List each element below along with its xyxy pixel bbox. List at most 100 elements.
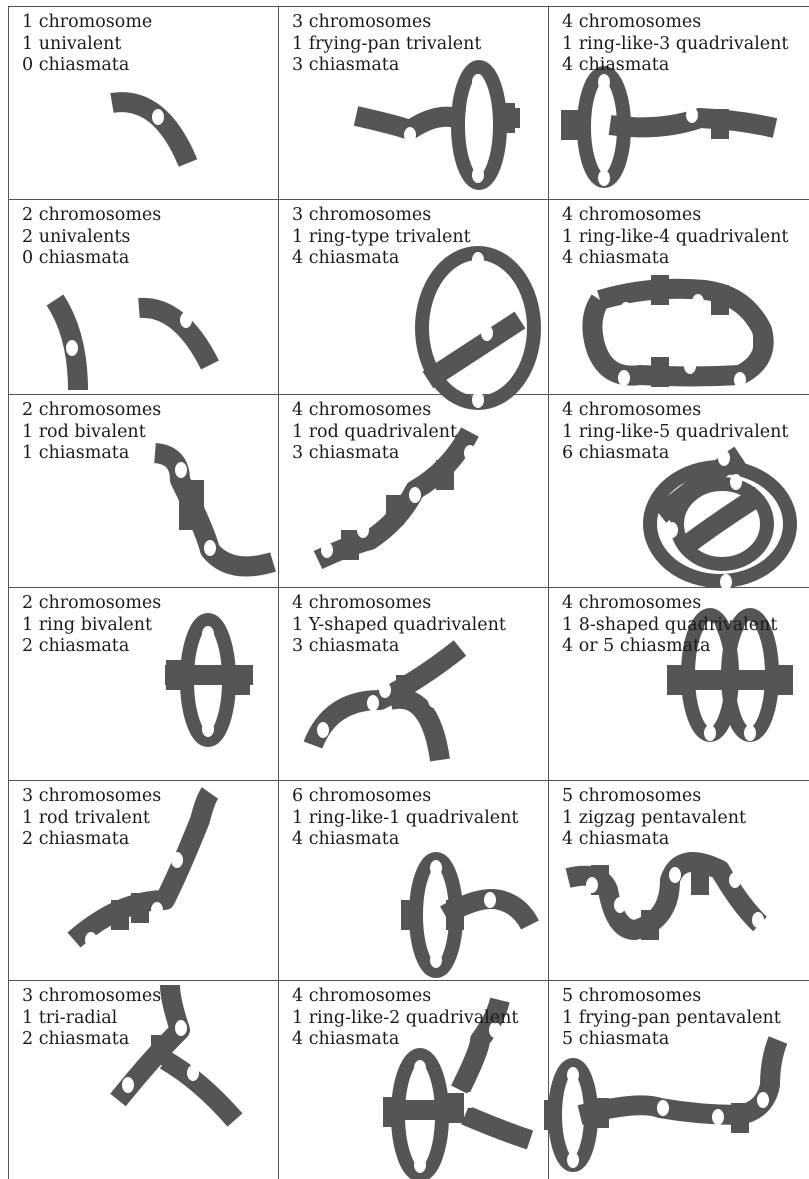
chiasmata-count: 4 or 5 chiasmata (562, 636, 777, 658)
centromere (598, 170, 610, 186)
centromere (204, 540, 216, 556)
chiasmata-count: 3 chiasmata (292, 55, 481, 77)
chiasma-overlap (753, 325, 771, 355)
chiasma-overlap (775, 665, 793, 695)
chromosome-count: 3 chromosomes (22, 786, 161, 808)
chiasmata-count: 4 chiasmata (562, 248, 788, 270)
centromere (430, 860, 442, 876)
chromosome-count: 4 chromosomes (562, 400, 788, 422)
centromere (669, 867, 681, 883)
ring-like-3-quadrivalent-figure (561, 73, 775, 186)
centromere (712, 1109, 724, 1125)
ring-type-trivalent-figure (422, 252, 534, 408)
configuration-type: 1 rod quadrivalent (292, 422, 457, 444)
chiasma-overlap (544, 1100, 562, 1130)
configuration-type: 1 ring-like-5 quadrivalent (562, 422, 788, 444)
cell-description: 4 chromosomes1 rod quadrivalent3 chiasma… (292, 400, 457, 465)
chiasmata-count: 0 chiasmata (22, 55, 152, 77)
chiasma-overlap (446, 900, 464, 930)
centromere (484, 892, 496, 908)
centromere (666, 522, 678, 538)
chiasmata-count: 5 chiasmata (562, 1029, 781, 1051)
centromere (414, 1157, 426, 1173)
chiasma-overlap (711, 109, 729, 139)
ring-like-5-quadrivalent-figure (650, 450, 790, 590)
centromere (567, 1152, 579, 1168)
zigzag-pentavalent-figure (568, 862, 764, 940)
chiasma-overlap (591, 1098, 609, 1128)
chiasmata-count: 1 chiasmata (22, 443, 161, 465)
chromosome-count: 4 chromosomes (562, 205, 788, 227)
chromosome-count: 3 chromosomes (22, 986, 161, 1008)
centromere (175, 462, 187, 478)
chiasma-overlap (561, 110, 579, 140)
chromosome-count: 3 chromosomes (292, 205, 471, 227)
chiasmata-count: 4 chiasmata (292, 829, 518, 851)
cell-description: 6 chromosomes1 ring-like-1 quadrivalent4… (292, 786, 518, 851)
chromosome-count: 4 chromosomes (562, 593, 777, 615)
chiasmata-count: 4 chiasmata (292, 248, 471, 270)
centromere (367, 695, 379, 711)
chiasmata-count: 2 chiasmata (22, 829, 161, 851)
chiasmata-count: 4 chiasmata (292, 1029, 518, 1051)
chiasmata-count: 6 chiasmata (562, 443, 788, 465)
chiasma-overlap (111, 900, 129, 930)
centromere (180, 312, 192, 328)
centromere (151, 902, 163, 918)
centromere (317, 722, 329, 738)
chromosome-count: 2 chromosomes (22, 593, 161, 615)
centromere (734, 372, 746, 388)
centromere (85, 932, 97, 948)
configuration-type: 1 ring-like-2 quadrivalent (292, 1008, 518, 1030)
chiasma-overlap (131, 893, 149, 923)
centromere (729, 872, 741, 888)
chiasmata-count: 2 chiasmata (22, 1029, 161, 1051)
chiasma-overlap (691, 865, 709, 895)
centromere (692, 294, 704, 310)
centromere (614, 897, 626, 913)
centromere (187, 1065, 199, 1081)
chromosome-arm (428, 320, 520, 380)
ring-like-1-quadrivalent-figure (401, 859, 530, 971)
chiasmata-count: 2 chiasmata (22, 636, 161, 658)
configuration-type: 1 ring bivalent (22, 615, 161, 637)
configuration-type: 1 ring-like-1 quadrivalent (292, 808, 518, 830)
ring-like-4-quadrivalent-figure (592, 275, 771, 388)
chromosome-count: 4 chromosomes (292, 593, 506, 615)
chiasmata-count: 0 chiasmata (22, 248, 161, 270)
cell-description: 4 chromosomes1 ring-like-4 quadrivalent4… (562, 205, 788, 270)
ring-bivalent-figure (165, 620, 253, 740)
centromere (175, 1020, 187, 1036)
chiasmata-count: 3 chiasmata (292, 636, 506, 658)
chromosome-count: 4 chromosomes (562, 12, 788, 34)
chromosome-arm (165, 1060, 235, 1120)
centromere (620, 302, 632, 318)
chiasma-overlap (166, 660, 184, 690)
configuration-type: 1 ring-like-3 quadrivalent (562, 34, 788, 56)
chromosome-arm (465, 1115, 530, 1140)
centromere (657, 1100, 669, 1116)
centromere (357, 522, 369, 538)
chiasma-overlap (711, 285, 729, 315)
chiasma-overlap (179, 500, 197, 530)
cell-description: 2 chromosomes1 rod bivalent1 chiasmata (22, 400, 161, 465)
chiasmata-count: 4 chiasmata (562, 829, 746, 851)
chromosome-arm (390, 699, 440, 760)
configuration-type: 1 ring-like-4 quadrivalent (562, 227, 788, 249)
centromere (202, 626, 214, 642)
centromere (428, 692, 440, 708)
centromere (430, 952, 442, 968)
configuration-type: 1 Y-shaped quadrivalent (292, 615, 506, 637)
chromosome-count: 5 chromosomes (562, 986, 781, 1008)
chromosome-count: 2 chromosomes (22, 205, 161, 227)
configuration-type: 1 8-shaped quadrivalent (562, 615, 777, 637)
chromosome-count: 5 chromosomes (562, 786, 746, 808)
centromere (684, 358, 696, 374)
